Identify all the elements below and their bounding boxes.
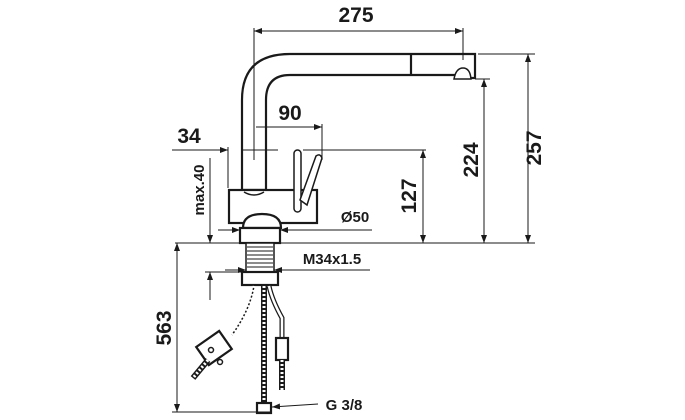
hose-right — [267, 285, 284, 338]
label-257: 257 — [523, 130, 546, 165]
hose-left — [231, 285, 255, 336]
label-m34: M34x1.5 — [303, 251, 361, 268]
swivel-dome — [241, 212, 283, 230]
spout — [240, 52, 477, 192]
mounting-flange — [238, 226, 282, 245]
label-d50: Ø50 — [341, 209, 369, 226]
label-563: 563 — [153, 310, 176, 345]
lever-handle — [293, 149, 302, 213]
fixing-nut — [240, 270, 280, 287]
thread-lines — [247, 246, 273, 268]
leader-g38 — [271, 403, 319, 410]
label-max40: max.40 — [191, 165, 208, 216]
label-90: 90 — [278, 102, 301, 125]
label-224: 224 — [460, 142, 483, 177]
spout-aerator — [453, 67, 472, 80]
label-275: 275 — [338, 4, 373, 27]
label-34: 34 — [177, 125, 201, 148]
label-127: 127 — [398, 178, 421, 213]
label-g38: G 3/8 — [326, 397, 363, 414]
supply-hoses — [190, 285, 290, 415]
spout-joint — [243, 191, 265, 196]
faucet-body — [227, 52, 477, 287]
hose-g38-nut — [255, 401, 273, 415]
hose-valve-block — [194, 329, 234, 367]
hose-right-fitting — [274, 336, 290, 362]
dimension-lines — [172, 28, 535, 413]
